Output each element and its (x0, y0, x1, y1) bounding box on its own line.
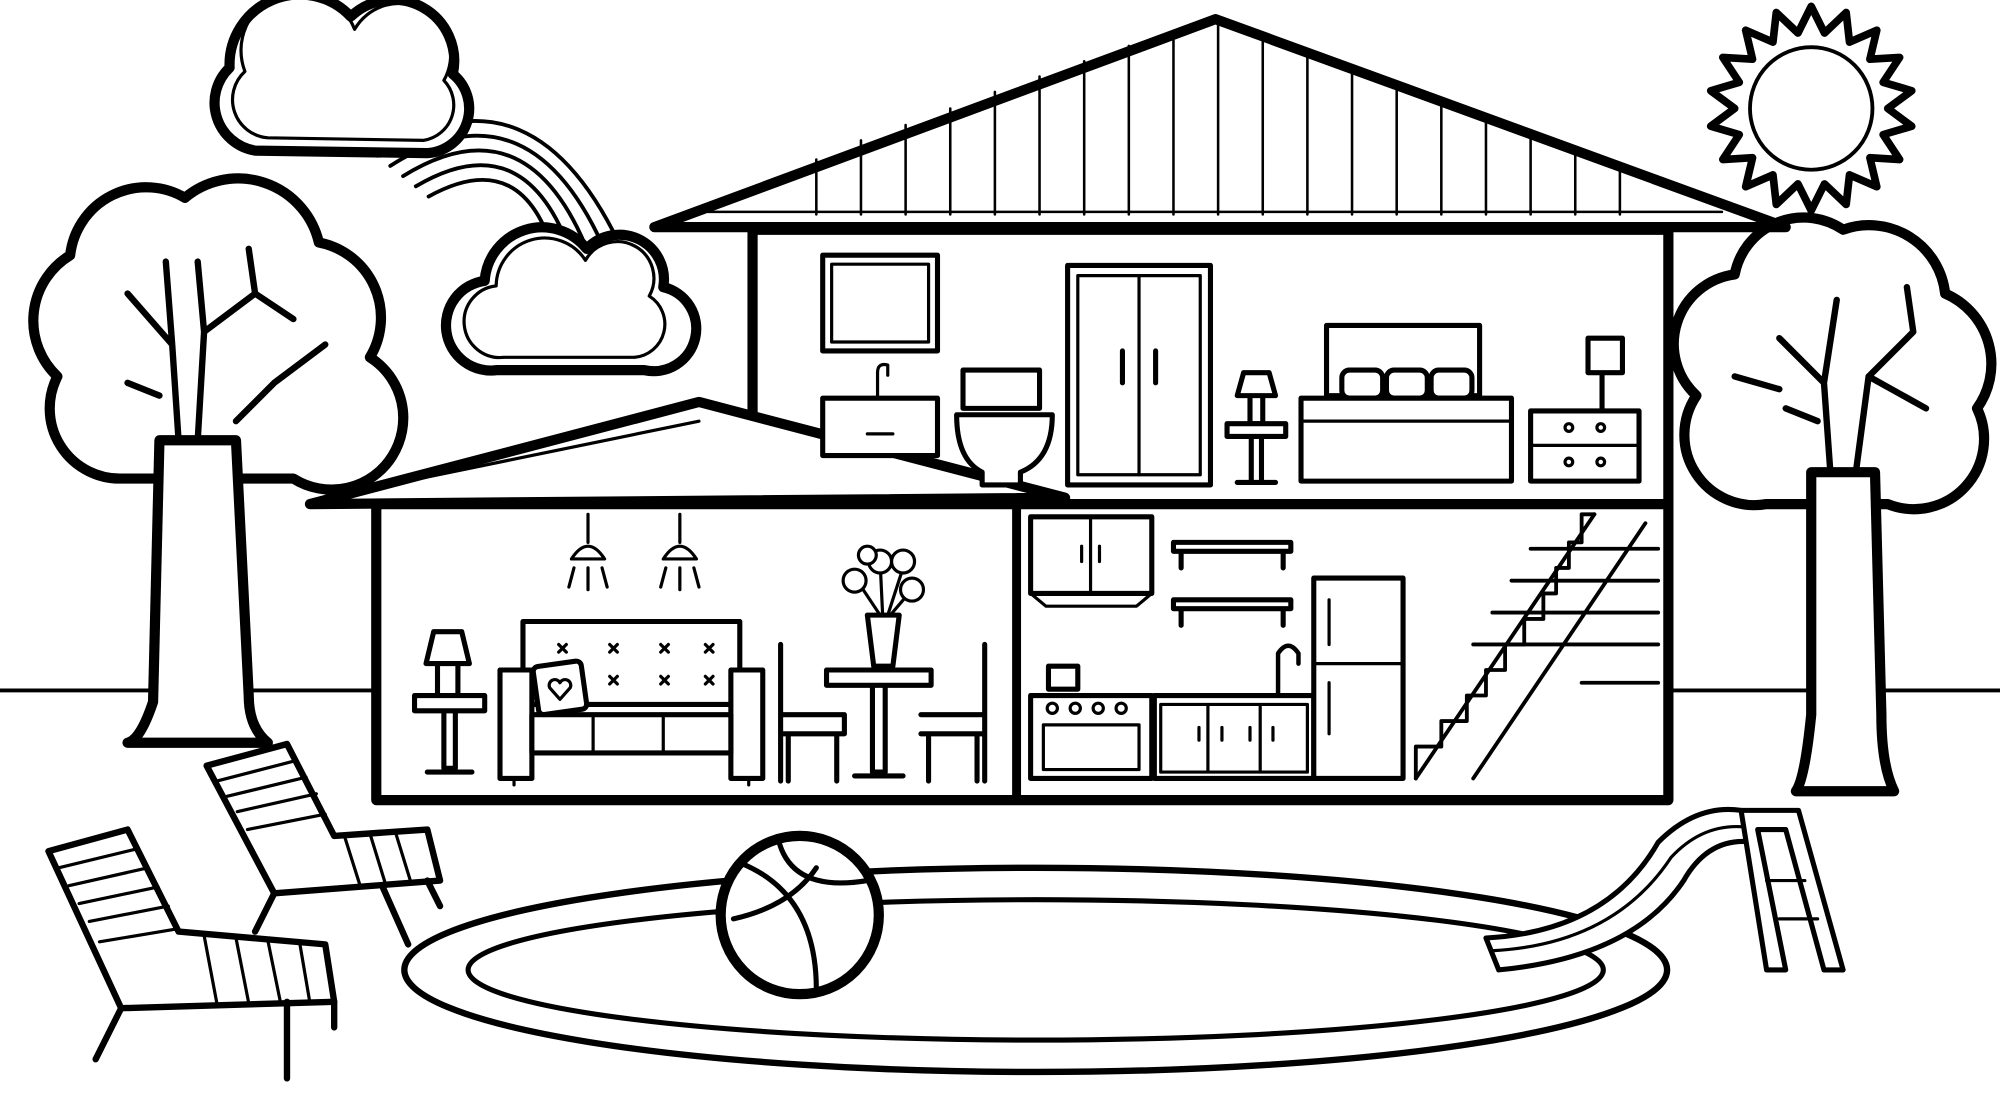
ceiling-lamps (567, 512, 701, 592)
sofa-seat (529, 712, 734, 756)
chair-slats (57, 847, 312, 1005)
toilet-bowl (954, 412, 1055, 488)
kettle (1045, 663, 1081, 692)
tree-branches (124, 245, 329, 444)
upper-roof (649, 14, 1791, 233)
sofa-tufts (557, 642, 715, 686)
water-slide (1483, 806, 1846, 973)
cloud-lower (440, 222, 702, 377)
cloud-upper-inner (230, 0, 456, 142)
tree-right (1668, 212, 1997, 797)
wardrobe-handles (1119, 348, 1159, 386)
vase (864, 612, 902, 669)
lounge-chair-back (203, 740, 444, 948)
dining-chair-right (918, 641, 988, 784)
fridge (1311, 575, 1406, 782)
tree-crown (1668, 212, 1997, 515)
beach-ball (715, 830, 884, 1000)
heart-icon (547, 678, 573, 701)
staircase (1413, 512, 1661, 781)
slide-ladder (1738, 807, 1846, 973)
sofa (497, 618, 766, 787)
counter-doors (1159, 702, 1309, 774)
shelf-upper (1170, 539, 1294, 571)
house (304, 14, 1791, 806)
ladder-rungs (1764, 878, 1820, 921)
tree-branches (1731, 283, 1930, 476)
side-table (1224, 421, 1289, 485)
stove-knobs (1041, 701, 1141, 772)
nightstand-knobs (1529, 422, 1641, 468)
kitchen-faucet (1275, 643, 1301, 698)
pillows (1339, 367, 1475, 401)
dining-chair-left (778, 641, 847, 784)
bed-frame (1298, 395, 1515, 484)
lower-roof-inner (368, 419, 701, 491)
sun (1706, 2, 1916, 215)
faucet (875, 362, 890, 400)
chair-slats (215, 759, 413, 886)
flowers (841, 544, 926, 617)
sofa-arm-left (497, 667, 535, 782)
toilet (954, 367, 1055, 488)
chair-legs (92, 998, 338, 1082)
roof-planks (706, 24, 1724, 216)
tree-trunk (1790, 467, 1900, 797)
stove (1028, 692, 1155, 782)
slide-rail (1490, 824, 1747, 953)
dining-table (823, 667, 934, 779)
lounge-chair-front (45, 826, 338, 1082)
fridge-detail (1312, 598, 1405, 736)
mirror-inner (830, 262, 931, 344)
tree-crown (28, 173, 409, 495)
shelf-lower (1170, 597, 1294, 628)
toilet-tank (960, 367, 1043, 411)
sink-cabinet (820, 395, 941, 459)
nightstand-lamp (1585, 335, 1625, 414)
pool-inner (465, 897, 1606, 1043)
cloud-lower-inner (462, 236, 667, 360)
tree-trunk (122, 435, 273, 748)
ball-seams (730, 835, 870, 992)
cloud-upper (209, 0, 475, 159)
chair-legs (251, 877, 444, 948)
counter-cabinets (1151, 692, 1317, 782)
upper-cabinet-detail (1029, 515, 1154, 608)
sun-core (1748, 45, 1875, 172)
mirror (820, 252, 941, 354)
lamp-table (411, 692, 488, 775)
sofa-arm-right (728, 667, 766, 782)
tree-left (28, 173, 409, 748)
sofa-lines (512, 713, 751, 787)
cushion (530, 658, 590, 718)
